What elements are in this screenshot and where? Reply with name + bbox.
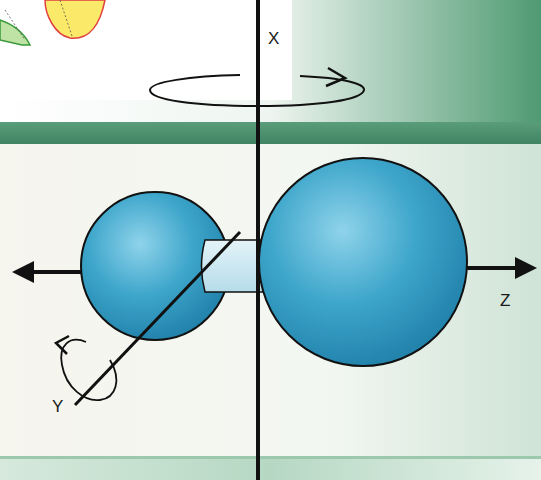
axis-label: Y bbox=[52, 398, 63, 415]
axis-label: X bbox=[268, 30, 279, 47]
axis-label: Z bbox=[500, 292, 510, 309]
